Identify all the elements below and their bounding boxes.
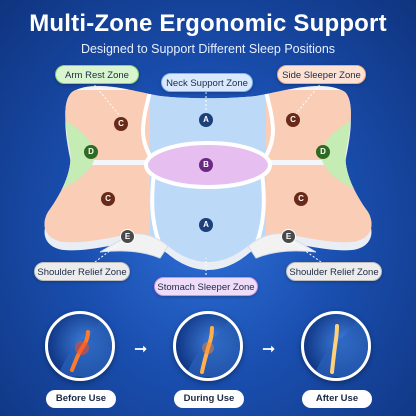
pillow-illustration [44, 85, 372, 270]
badge-a-bottom: A [199, 218, 213, 232]
badge-d-left: D [84, 145, 98, 159]
neck-support-zone-label: Neck Support Zone [161, 73, 253, 92]
shoulder-relief-zone-right-label: Shoulder Relief Zone [286, 262, 382, 281]
shoulder-relief-zone-left-label: Shoulder Relief Zone [34, 262, 130, 281]
zone-e-left [99, 233, 169, 259]
badge-e-left: E [120, 229, 135, 244]
badge-c-right-top: C [286, 113, 300, 127]
spine-after-image [301, 311, 371, 381]
badge-c-right-bottom: C [294, 192, 308, 206]
during-use-caption: During Use [174, 390, 244, 408]
spine-before-image [45, 311, 115, 381]
spine-during-icon [186, 314, 240, 378]
side-sleeper-zone-label: Side Sleeper Zone [277, 65, 366, 84]
stomach-sleeper-zone-label: Stomach Sleeper Zone [154, 277, 258, 296]
spine-after-icon [314, 314, 368, 378]
badge-c-left-bottom: C [101, 192, 115, 206]
badge-c-left-top: C [114, 117, 128, 131]
after-use-caption: After Use [302, 390, 372, 408]
arrow-icon-2: ➞ [262, 341, 276, 358]
badge-e-right: E [281, 229, 296, 244]
page-subtitle: Designed to Support Different Sleep Posi… [80, 42, 336, 56]
badge-d-right: D [316, 145, 330, 159]
badge-a-top: A [199, 113, 213, 127]
badge-b: B [199, 158, 213, 172]
page-title: Multi-Zone Ergonomic Support [29, 10, 387, 37]
arm-rest-zone-label: Arm Rest Zone [55, 65, 139, 84]
arrow-icon-1: ➞ [134, 341, 148, 358]
spine-during-image [173, 311, 243, 381]
before-use-caption: Before Use [46, 390, 116, 408]
spine-before-icon [58, 314, 112, 378]
zone-e-right [247, 233, 317, 259]
